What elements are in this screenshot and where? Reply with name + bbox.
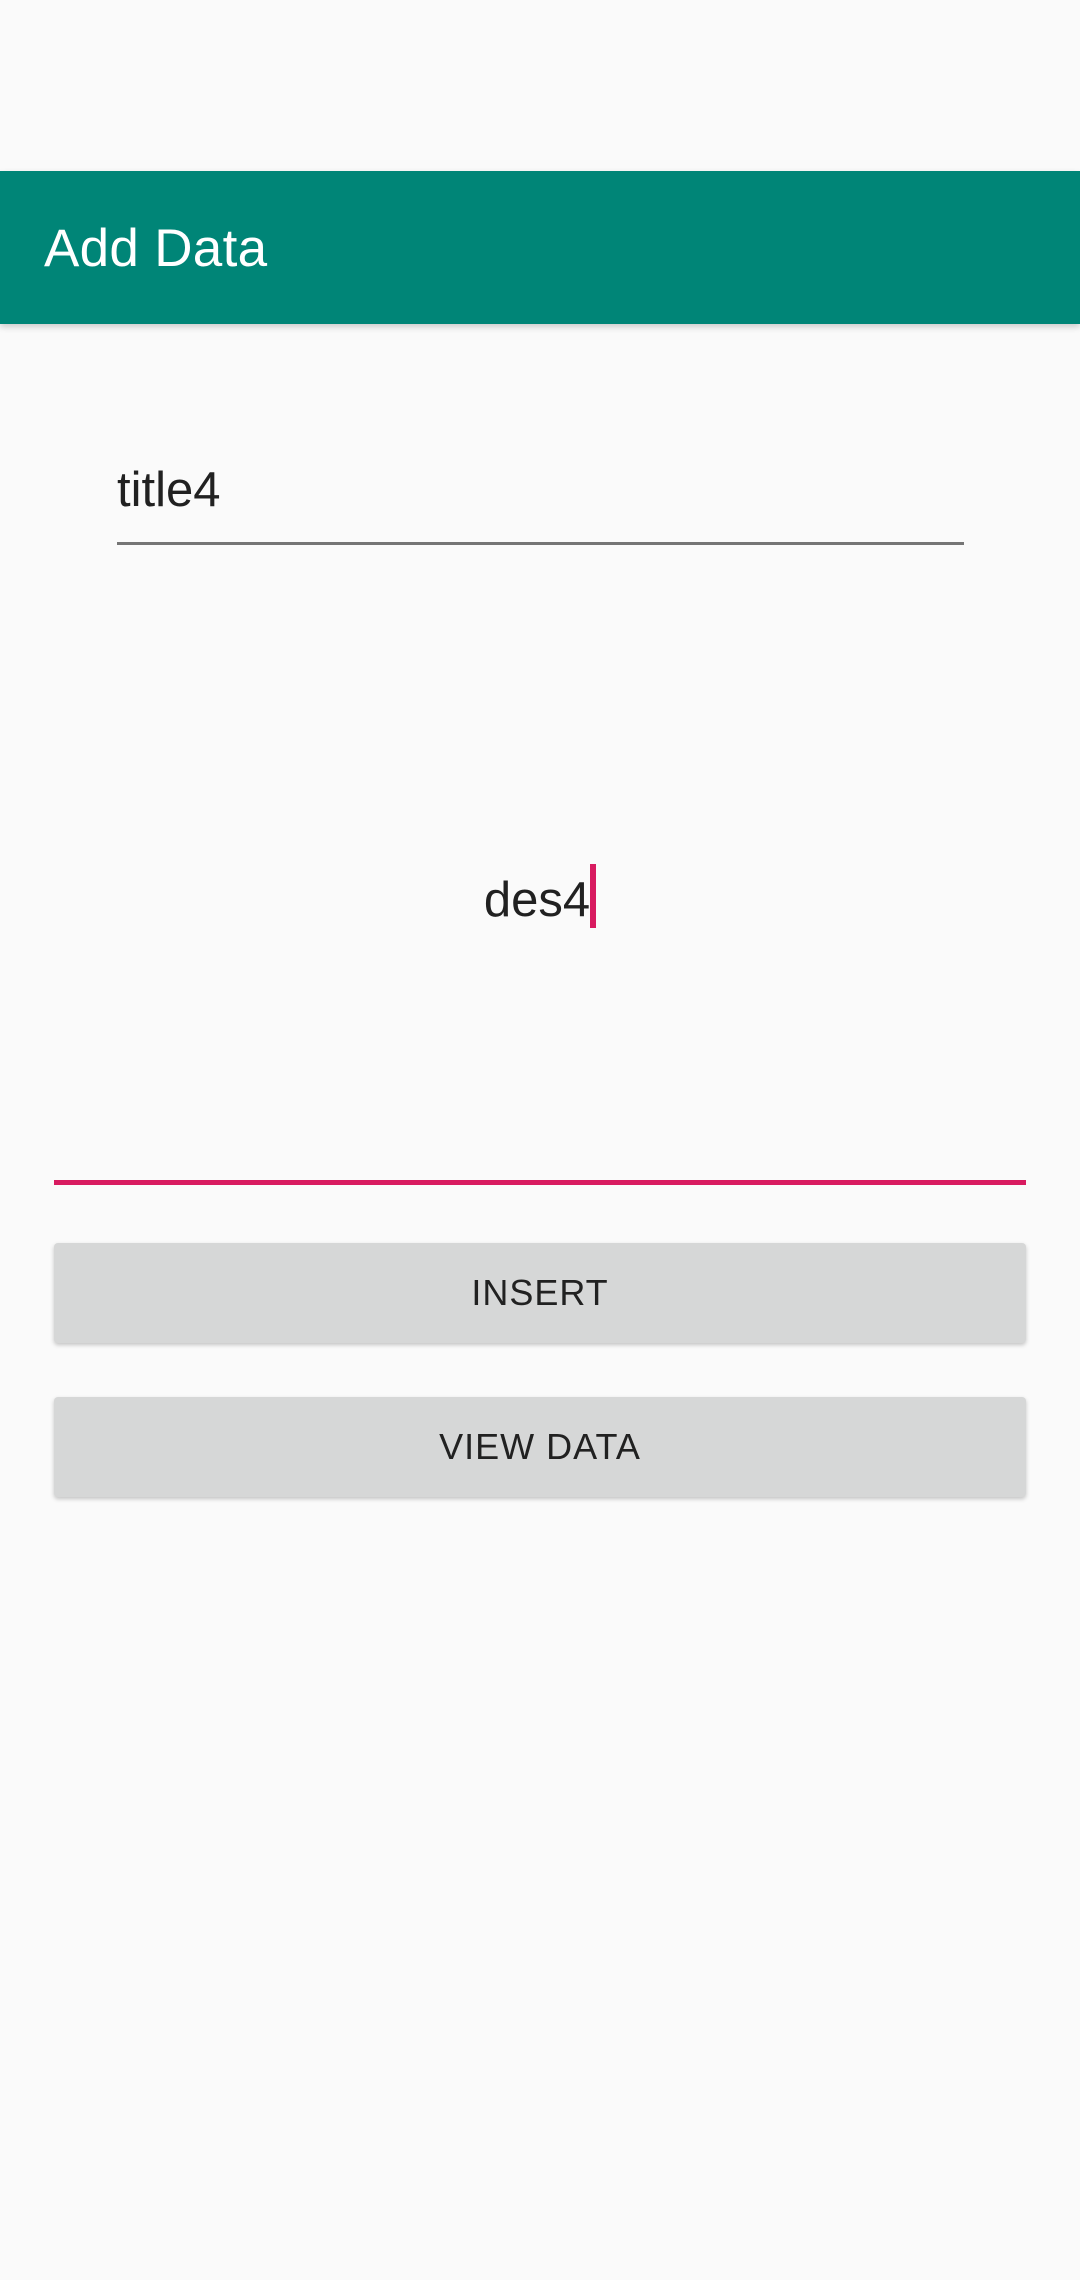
- description-input[interactable]: des4: [54, 826, 1026, 1185]
- insert-button[interactable]: INSERT: [54, 1243, 1026, 1343]
- description-input-value: des4: [483, 873, 591, 927]
- view-data-button[interactable]: VIEW DATA: [54, 1397, 1026, 1497]
- title-input[interactable]: title4: [117, 443, 964, 545]
- title-input-value: title4: [117, 463, 221, 517]
- app-bar: Add Data: [0, 171, 1080, 324]
- text-cursor: [590, 864, 597, 928]
- app-title: Add Data: [44, 219, 268, 278]
- description-input-content: des4: [54, 864, 1026, 930]
- status-bar: [0, 0, 1080, 171]
